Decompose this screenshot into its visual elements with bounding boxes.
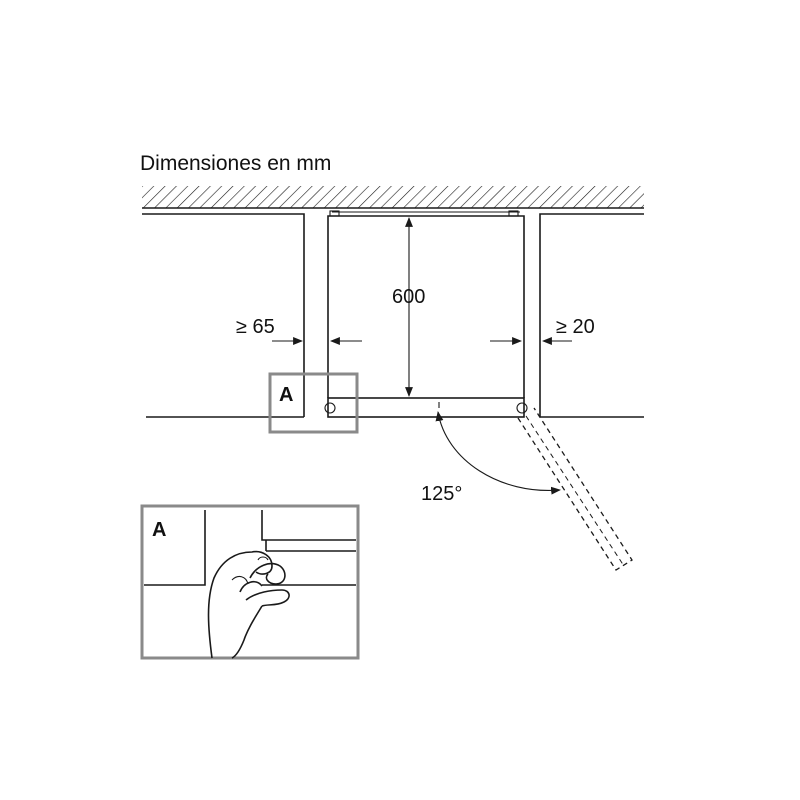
- detail-callout-frame: [268, 372, 359, 434]
- detail-panel: [140, 504, 360, 660]
- door-angle-arc: [435, 402, 561, 495]
- hand-illustration: [207, 550, 290, 659]
- right-cabinet: [539, 213, 644, 417]
- right-clearance-label: ≥ 20: [556, 316, 595, 338]
- ceiling-wall: [142, 186, 644, 209]
- detail-callout-marker: A: [279, 384, 293, 406]
- door-angle-label: 125°: [421, 483, 462, 505]
- left-clearance-label: ≥ 65: [236, 316, 275, 338]
- diagram-title: Dimensiones en mm: [140, 152, 331, 175]
- appliance-door: [324, 397, 528, 418]
- left-cabinet: [142, 213, 305, 417]
- appliance-body: [327, 210, 525, 398]
- door-open-outline: [517, 407, 633, 571]
- depth-label: 600: [392, 286, 425, 308]
- detail-panel-label: A: [152, 519, 166, 541]
